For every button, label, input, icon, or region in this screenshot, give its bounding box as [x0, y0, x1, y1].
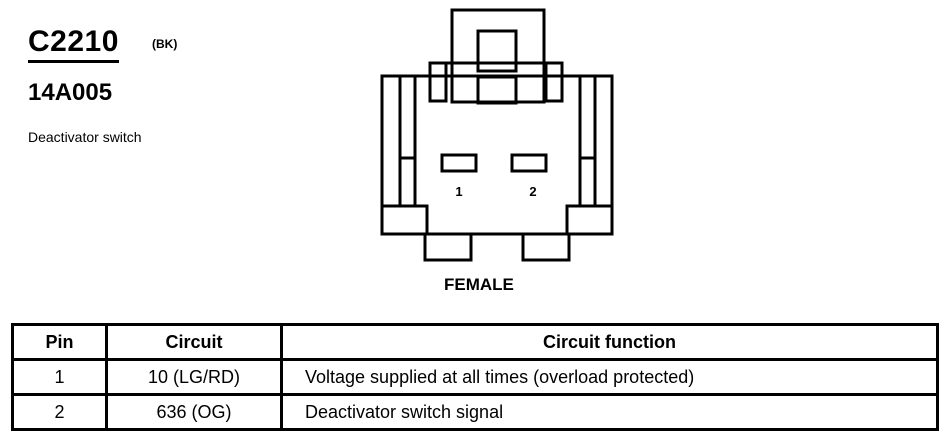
foot-left [423, 232, 473, 262]
pin-label-1: 1 [455, 184, 462, 199]
circuit-function: Voltage supplied at all times (overload … [280, 358, 939, 396]
pinout-table: Pin Circuit Circuit function 1 10 (LG/RD… [11, 323, 939, 431]
latch-outer [450, 8, 546, 104]
part-number: 14A005 [28, 79, 113, 106]
circuit-id: 636 (OG) [105, 393, 283, 431]
foot-right [521, 232, 571, 262]
column-header-pin: Pin [11, 323, 108, 361]
connector-id: C2210 [28, 24, 119, 63]
connector-description: Deactivator switch [28, 129, 142, 145]
connector-gender: FEMALE [444, 275, 514, 294]
pin-number: 2 [11, 393, 108, 431]
table-row: 2 636 (OG) Deactivator switch signal [11, 393, 939, 431]
connector-face-diagram: 1 2 [380, 8, 614, 262]
pin-label-2: 2 [529, 184, 536, 199]
wire-color-code: (BK) [152, 37, 178, 51]
pin-cavity-2 [510, 153, 548, 173]
column-header-circuit: Circuit [105, 323, 283, 361]
circuit-id: 10 (LG/RD) [105, 358, 283, 396]
pin-number: 1 [11, 358, 108, 396]
table-row: 1 10 (LG/RD) Voltage supplied at all tim… [11, 358, 939, 396]
center-key [476, 75, 518, 105]
column-header-function: Circuit function [280, 323, 939, 361]
latch-inner [476, 29, 518, 73]
table-header-row: Pin Circuit Circuit function [11, 323, 939, 361]
pin-cavity-1 [440, 153, 478, 173]
circuit-function: Deactivator switch signal [280, 393, 939, 431]
